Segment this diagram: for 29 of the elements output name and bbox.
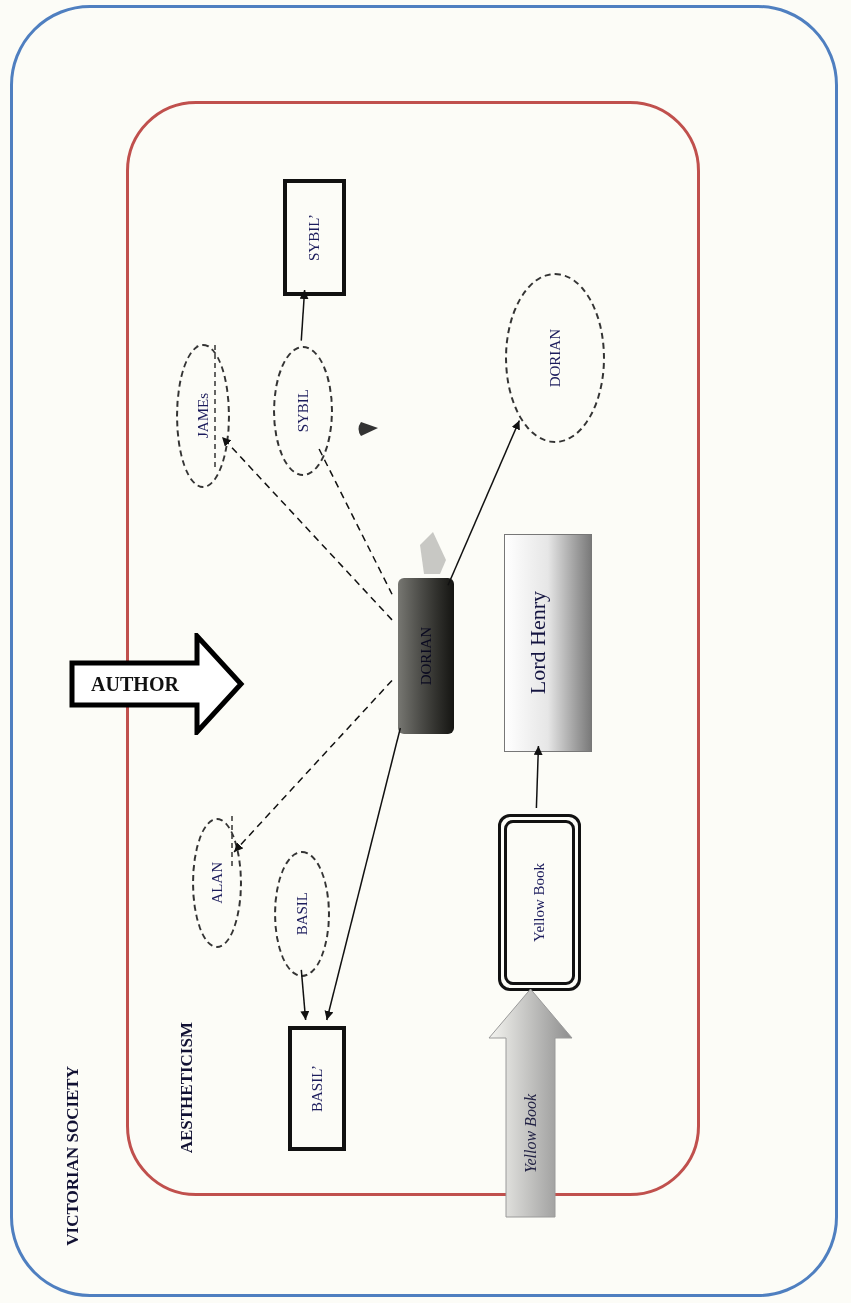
arrow — [533, 745, 543, 809]
node-label: BASIL’ — [307, 1065, 326, 1112]
arrow — [300, 969, 310, 1021]
node-label: SYBIL — [293, 389, 312, 433]
outer-frame — [10, 5, 838, 1297]
node-label: Yellow Book — [520, 1093, 540, 1173]
node-label: AUTHOR — [91, 672, 179, 697]
dark-box — [398, 578, 454, 734]
arrow — [299, 289, 309, 342]
arrow — [324, 727, 402, 1021]
node-label: SYBIL’ — [305, 214, 324, 261]
arrow — [447, 419, 521, 587]
arrow — [221, 436, 393, 621]
node-label: DORIAN — [416, 626, 435, 686]
gradient-box — [504, 534, 592, 752]
node-label: AESTHETICISM — [176, 1021, 197, 1153]
node-label: ALAN — [207, 862, 226, 904]
double-border-box — [498, 814, 581, 991]
bold-box — [283, 179, 346, 296]
arrow — [233, 679, 393, 853]
block-arrow — [69, 633, 245, 735]
node-label: BASIL — [292, 892, 311, 936]
node-label: Yellow Book — [530, 863, 549, 942]
bold-box — [288, 1026, 346, 1151]
node-label: DORIAN — [545, 328, 564, 388]
node-label: Lord Henry — [523, 591, 551, 695]
node-label: VICTORIAN SOCIETY — [62, 1066, 83, 1246]
node-label: JAMEs — [193, 393, 212, 439]
block-arrow — [488, 988, 573, 1218]
